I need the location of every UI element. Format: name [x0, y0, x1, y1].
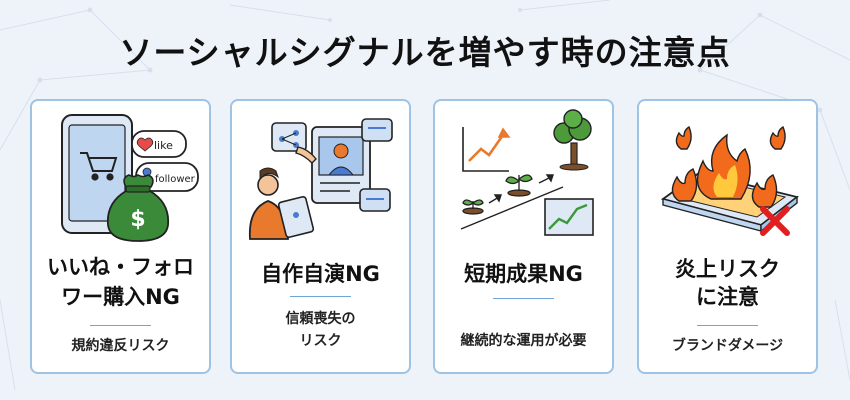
red-cross-icon	[760, 206, 790, 236]
card-self-promotion: 自作自演NG 信頼喪失の リスク	[230, 99, 411, 374]
shopping-cart-icon	[80, 152, 118, 181]
profile-post-icon	[311, 126, 371, 204]
card-note: ブランドダメージ	[671, 338, 784, 354]
card-heading-line1: いいね・フォロ	[47, 255, 194, 279]
sprout-icon	[462, 174, 533, 215]
phone-on-fire-illustration	[660, 125, 800, 236]
card-purchase-likes-followers: like follower $ いいね・フォロ ワー購入NG 規約違反リスク	[30, 99, 211, 374]
smartphone-shopping-money-illustration: like follower $	[61, 114, 199, 242]
card-note-line1: 信頼喪失の	[285, 311, 356, 327]
money-bag-icon: $	[106, 174, 170, 242]
hand-pointing-icon	[295, 146, 317, 164]
like-bubble-icon: like	[131, 130, 187, 158]
card-heading-line1: 炎上リスク	[675, 257, 780, 281]
post-card-icon	[271, 122, 307, 152]
card-heading-line2: に注意	[696, 285, 759, 309]
rising-chart-icon	[462, 127, 511, 172]
card-divider	[493, 298, 554, 299]
like-text: like	[154, 139, 173, 152]
card-note-line2: リスク	[299, 333, 342, 349]
person-social-posts-illustration	[248, 118, 393, 240]
arrow-icon	[460, 174, 564, 230]
tablet-icon	[277, 195, 315, 239]
card-divider	[697, 325, 758, 326]
person-icon	[248, 167, 289, 240]
card-flaming-risk: 炎上リスク に注意 ブランドダメージ	[637, 99, 818, 374]
page-title: ソーシャルシグナルを増やす時の注意点	[119, 33, 731, 72]
tree-icon	[553, 109, 592, 171]
dollar-sign: $	[130, 207, 145, 232]
card-heading-line1: 短期成果NG	[464, 262, 583, 286]
card-note: 規約違反リスク	[71, 338, 170, 354]
fire-icon	[671, 125, 786, 208]
follower-text: follower	[155, 174, 196, 185]
growth-chart-screen-icon	[544, 198, 594, 236]
plant-growth-illustration	[460, 109, 594, 236]
card-divider	[290, 296, 351, 297]
card-divider	[90, 325, 151, 326]
card-heading-line1: 自作自演NG	[261, 262, 380, 286]
card-short-term-results: 短期成果NG 継続的な運用が必要	[433, 99, 614, 374]
card-heading-line2: ワー購入NG	[61, 285, 180, 309]
chat-bubble-icon	[359, 118, 393, 212]
card-note: 継続的な運用が必要	[460, 333, 587, 349]
